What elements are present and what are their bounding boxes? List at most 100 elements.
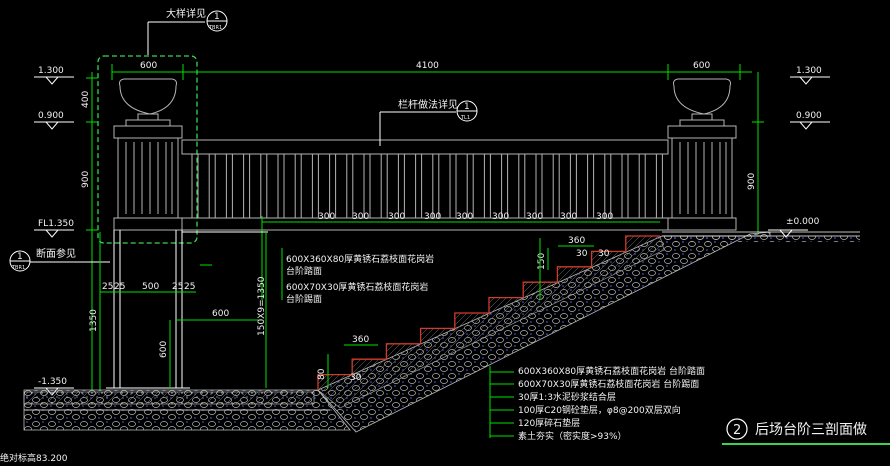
spacing-9: 300	[596, 212, 613, 222]
tread-spec-line1: 600X360X80厚黄锈石荔枝面花岗岩	[286, 253, 434, 265]
detail-ref-num: 1	[214, 12, 220, 22]
baluster-spacing-dims: 300 300 300 300 300 300 300 300 300	[261, 212, 660, 300]
drawing-num-circle	[726, 418, 748, 440]
spacing-6: 300	[492, 212, 509, 222]
section-ref-num: 1	[17, 252, 23, 262]
right-pedestal	[667, 78, 737, 231]
baluster-group	[191, 153, 663, 219]
dim-base-500: 500	[142, 282, 159, 292]
dim-post-600-v: 600	[159, 341, 169, 358]
baluster	[277, 153, 285, 219]
elev-right-top: 1.300	[796, 66, 822, 76]
drawing-title-text: 后场台阶三剖面做	[755, 422, 867, 438]
spacing-2: 300	[352, 212, 369, 222]
dim-pedestal-left: 600	[140, 61, 157, 71]
top-dimension: 600 4100 600	[111, 61, 752, 80]
elev-left-mid: 0.900	[38, 111, 64, 121]
dim-pedestal-right: 600	[693, 61, 710, 71]
dim-urn-height: 400	[81, 91, 91, 108]
layer-4: 100厚C20钢砼垫层，φ8@200双层双向	[518, 404, 681, 416]
dim-step-30-top-b: 30	[598, 249, 610, 259]
baluster	[483, 153, 491, 219]
stair-top-dims: 360 150 30 30	[537, 236, 610, 300]
dim-step-30-top: 30	[576, 249, 588, 259]
stair-bottom-dims: 360 80 30	[317, 335, 378, 388]
baluster	[432, 153, 440, 219]
absolute-elevation: 绝对标高83.200	[0, 452, 68, 464]
right-elevations: 1.300 0.900 ±0.000 900	[747, 66, 830, 238]
dim-base-25c: 25	[172, 282, 183, 292]
baluster	[415, 153, 423, 219]
dim-overall: 4100	[416, 61, 439, 71]
detail-callout: 大样详见 1 TBR1	[147, 7, 228, 55]
drawing-title: 2 后场台阶三剖面做	[722, 418, 890, 445]
elev-right-zero: ±0.000	[786, 217, 820, 227]
elev-left-top: 1.300	[38, 66, 64, 76]
stair-section	[317, 231, 860, 433]
baluster	[329, 153, 337, 219]
baluster	[552, 153, 560, 219]
dim-base-25d: 25	[184, 282, 195, 292]
baluster	[638, 153, 646, 219]
spacing-5: 300	[456, 212, 473, 222]
tread-spec-line2: 台阶踏面	[286, 265, 322, 277]
balustrade	[181, 139, 669, 231]
baluster	[225, 153, 233, 219]
dim-riser-100: 80	[317, 368, 327, 380]
dim-base-600-h: 600	[212, 309, 229, 319]
foundation-columns: 600	[106, 230, 268, 389]
baluster	[294, 153, 302, 219]
detail-callout-title: 大样详见	[166, 7, 206, 20]
elev-right-mid: 0.900	[796, 111, 822, 121]
ground-slab	[23, 389, 351, 431]
drawing-num: 2	[733, 423, 741, 438]
spacing-7: 300	[526, 212, 543, 222]
baluster	[621, 153, 629, 219]
baluster	[655, 153, 663, 219]
railing-callout: 栏杆做法详见 1 TL1	[379, 98, 478, 146]
section-callout-title: 断面参见	[36, 247, 76, 260]
left-elevations: 1.300 0.900 FL1.350 -1.350	[34, 66, 74, 396]
dim-tread-360-bottom: 360	[352, 335, 369, 345]
baluster	[311, 153, 319, 219]
riser-spec-line1: 600X70X30厚黄锈石荔枝面花岗岩	[286, 281, 428, 293]
base-dims: 25 25 500 25 25 1350 600 150X9=1350	[89, 232, 267, 390]
left-pedestal	[113, 78, 183, 231]
spacing-8: 300	[560, 212, 577, 222]
dim-depth-1350: 1350	[89, 309, 99, 332]
spacing-1: 300	[318, 212, 335, 222]
baluster	[260, 153, 268, 219]
detail-highlight-box	[97, 55, 198, 244]
riser-spec-line2: 台阶踢面	[286, 293, 322, 305]
dim-base-25b: 25	[114, 282, 125, 292]
dim-rail-height-left: 900	[81, 171, 91, 188]
baluster	[363, 153, 371, 219]
elev-left-fl: FL1.350	[38, 219, 74, 229]
railing-ref-num: 1	[464, 102, 470, 112]
baluster	[466, 153, 474, 219]
spacing-3: 300	[388, 212, 405, 222]
dim-stair-150: 150X9=1350	[257, 276, 267, 336]
baluster	[518, 153, 526, 219]
baluster	[569, 153, 577, 219]
baluster	[346, 153, 354, 219]
baluster	[243, 153, 251, 219]
spacing-4: 300	[424, 212, 441, 222]
section-ref-sheet: TBR1	[11, 265, 25, 271]
baluster	[208, 153, 216, 219]
dim-base-25a: 25	[102, 282, 113, 292]
railing-ref-sheet: TL1	[460, 115, 470, 121]
dim-rail-height-right: 900	[747, 173, 757, 190]
material-notes-upper: 600X360X80厚黄锈石荔枝面花岗岩 台阶踏面 600X70X30厚黄锈石荔…	[281, 248, 434, 305]
railing-callout-title: 栏杆做法详见	[398, 98, 458, 111]
baluster	[449, 153, 457, 219]
section-callout: 1 TBR1 断面参见	[9, 247, 212, 272]
baluster	[397, 153, 405, 219]
detail-ref-sheet: TBR1	[208, 25, 222, 31]
dim-tread-360-top: 360	[568, 236, 585, 246]
baluster	[191, 153, 199, 219]
layer-6: 素土夯实（密实度>93%）	[518, 430, 627, 442]
baluster	[587, 153, 595, 219]
layer-2: 600X70X30厚黄锈石荔枝面花岗岩 台阶踢面	[518, 378, 699, 390]
